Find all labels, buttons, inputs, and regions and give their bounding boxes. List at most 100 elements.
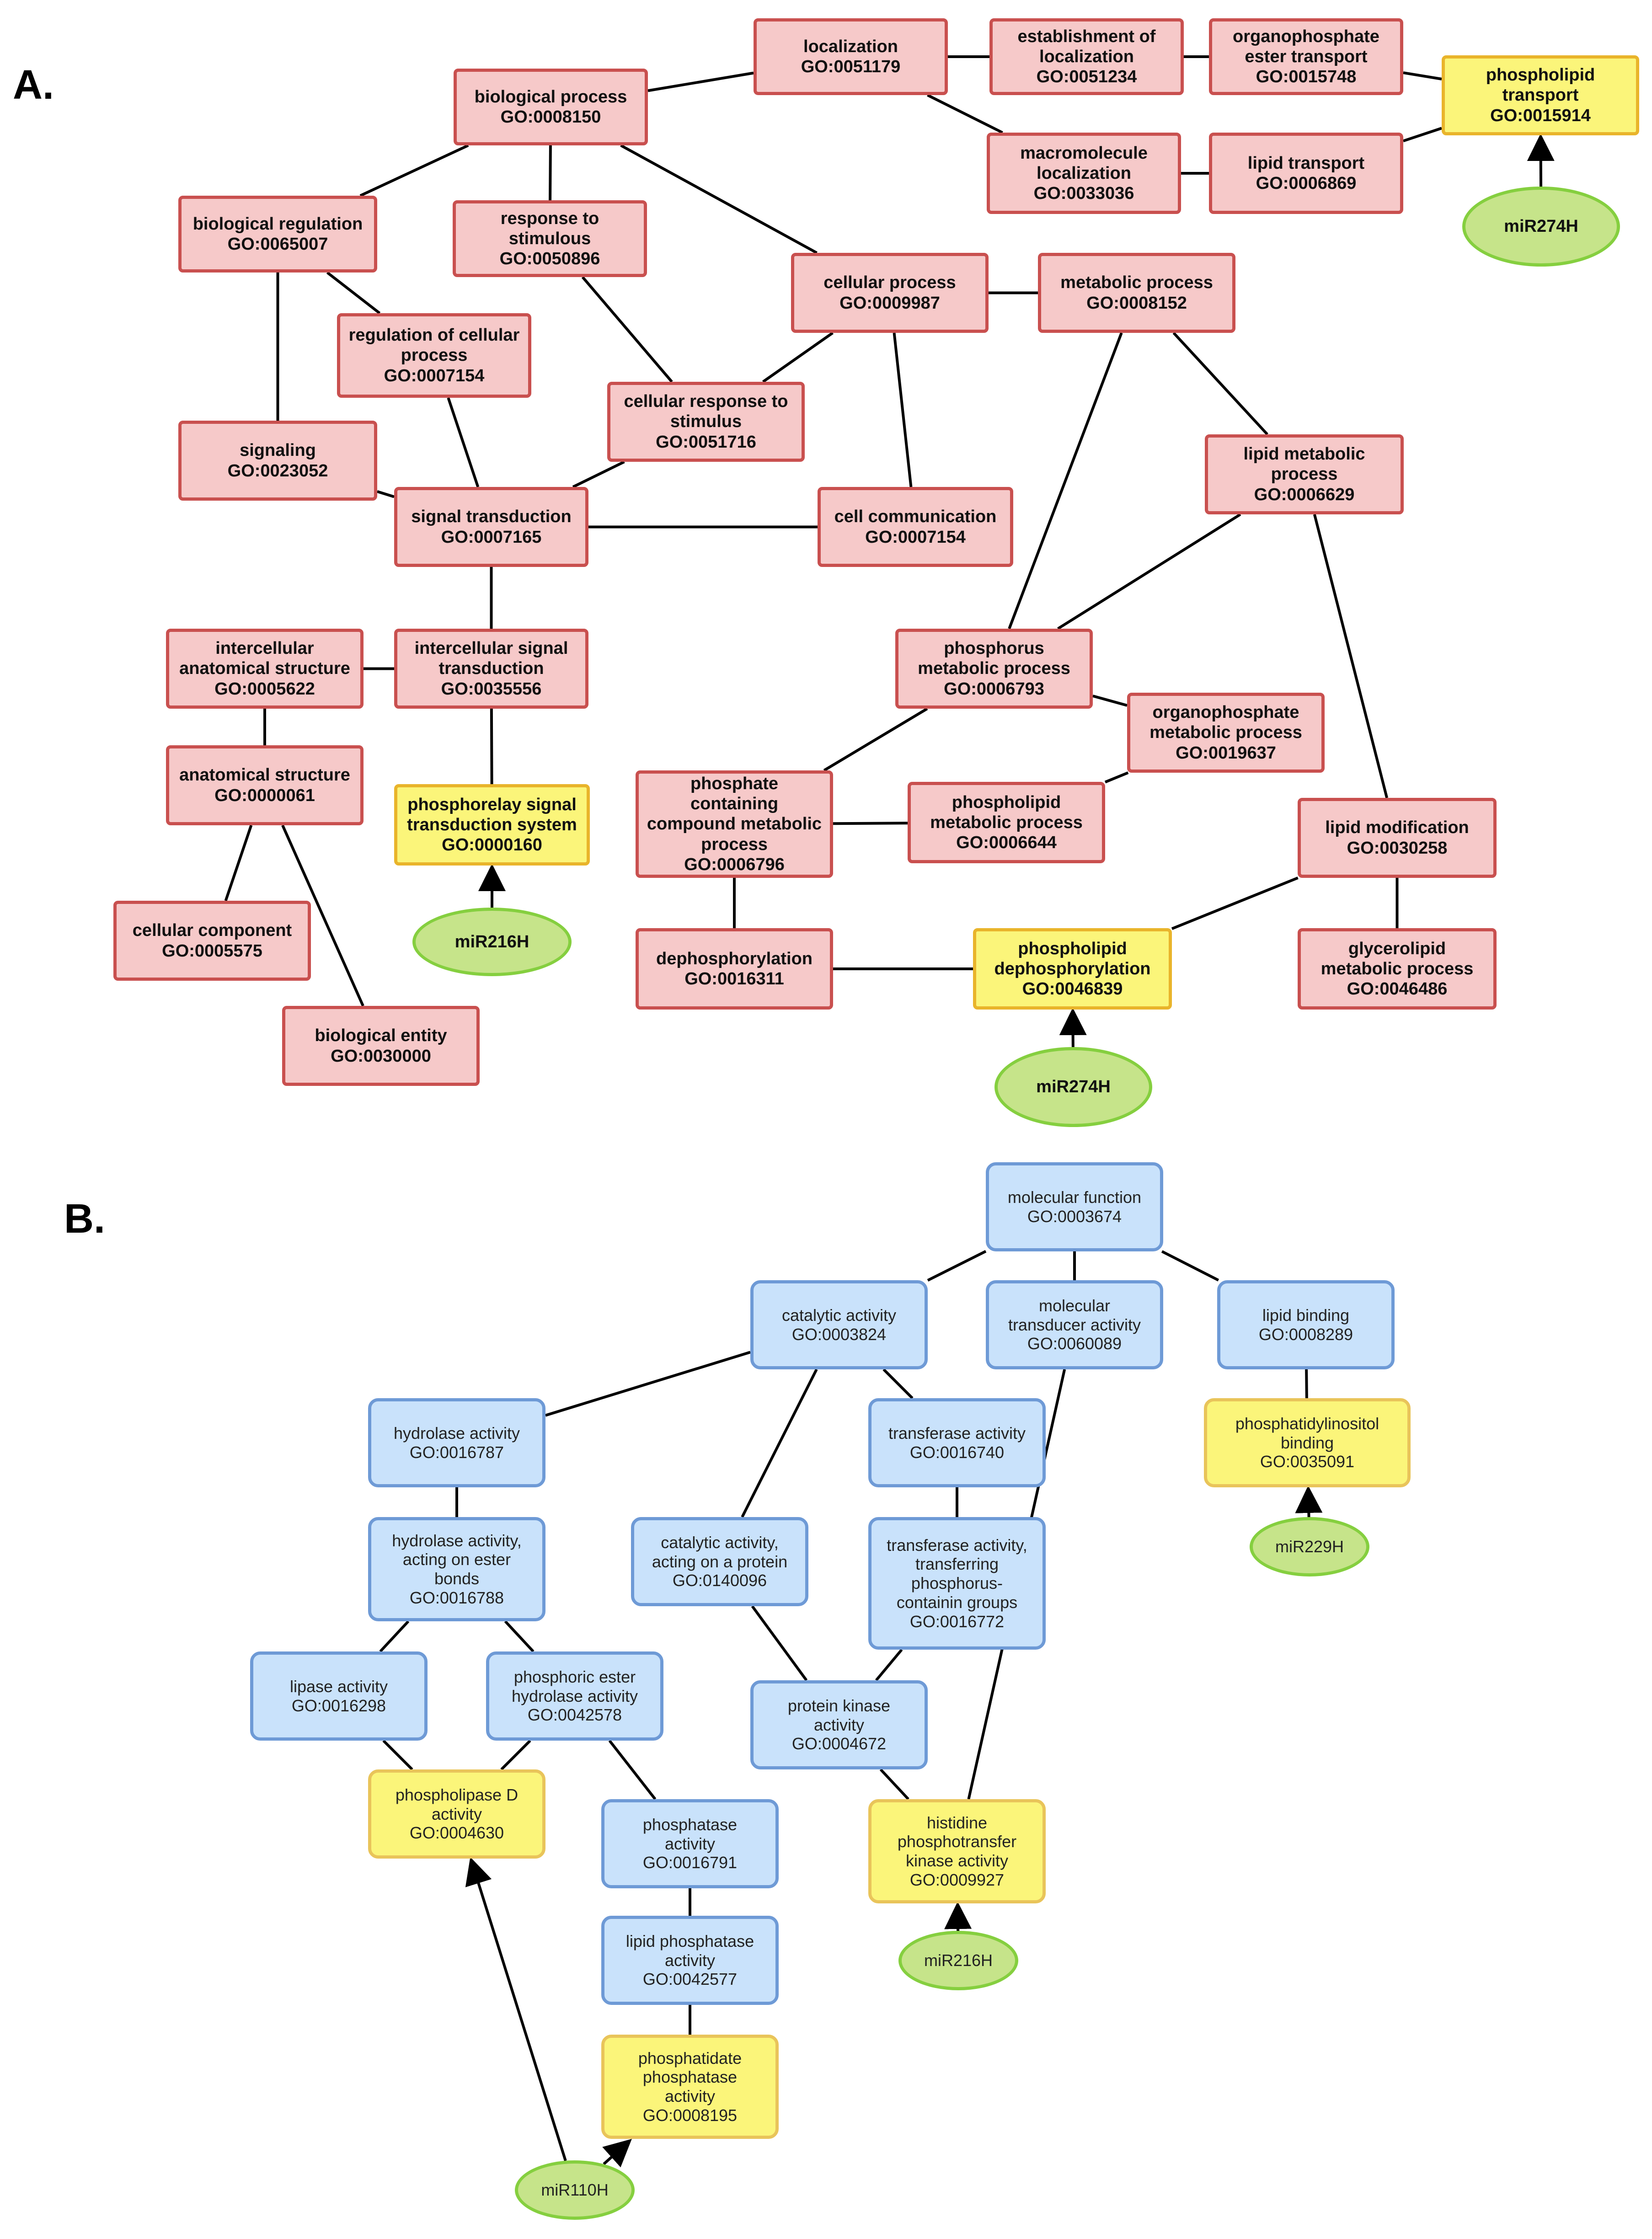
node-text-line: phosphorus	[944, 639, 1044, 658]
edge-phosmet-orgmet	[1092, 695, 1128, 707]
node-text-line: signal transduction	[411, 507, 572, 527]
node-text-line: biological regulation	[192, 214, 363, 234]
node-text-line: phosphatase	[642, 2068, 738, 2087]
node-text-line: GO:0033036	[1033, 184, 1134, 203]
edge-phosest-phosph	[608, 1740, 657, 1800]
edge-lipmod-pldephos	[1171, 876, 1299, 930]
arrow-mir110-pap	[602, 2138, 632, 2168]
node-text-line: GO:0019637	[1176, 743, 1276, 763]
node-text-line: GO:0051716	[656, 432, 756, 452]
node-text-line: containin groups	[896, 1592, 1018, 1612]
edge-lipase-pld	[382, 1739, 413, 1771]
node-text-line: dephosphorylation	[656, 949, 813, 968]
node-text-line: acting on ester	[402, 1550, 511, 1569]
mirna-node-mir216b: miR216H	[898, 1931, 1018, 1990]
node-text-line: organophosphate	[1152, 703, 1299, 722]
node-text-line: activity	[664, 1950, 716, 1970]
node-text-line: establishment of	[1017, 27, 1156, 46]
node-text-line: stimulus	[670, 412, 742, 432]
node-text-line: miR216H	[924, 1951, 993, 1970]
panel-a-label: A.	[13, 62, 54, 108]
node-text-line: GO:0042577	[642, 1970, 738, 1989]
node-text-line: GO:0000061	[214, 786, 315, 805]
edge-cat-catprot	[741, 1368, 818, 1518]
panel-b-label: B.	[64, 1196, 105, 1242]
node-text-line: lipid modification	[1325, 818, 1469, 838]
node-text-line: GO:0008150	[500, 107, 601, 127]
node-text-line: macromolecule	[1020, 143, 1148, 163]
node-text-line: GO:0046486	[1347, 979, 1448, 999]
node-text-line: transferase activity	[888, 1423, 1026, 1443]
node-text-line: GO:0007165	[441, 527, 542, 547]
node-text-line: GO:0016740	[909, 1443, 1005, 1462]
edge-orgmet-plmet	[1104, 771, 1129, 784]
mirna-node-mir216a: miR216H	[412, 908, 572, 976]
node-text-line: miR110H	[541, 2180, 609, 2200]
node-text-line: glycerolipid	[1348, 939, 1446, 958]
node-text-line: process	[1271, 465, 1338, 484]
edge-lipmet-phosmet	[1057, 513, 1241, 630]
node-text-line: GO:0016791	[642, 1853, 738, 1872]
arrow-mir110-pld	[465, 1857, 567, 2161]
edge-resp-cellresp	[581, 276, 673, 383]
node-text-line: GO:0008152	[1086, 293, 1187, 313]
edge-cat-hyd	[545, 1351, 751, 1417]
node-text-line: metabolic process	[930, 812, 1083, 832]
edge-cellp-cellcomm	[893, 332, 913, 487]
node-text-line: activity	[664, 1834, 716, 1853]
edge-loc-macloc	[927, 94, 1003, 134]
arrow-mir229-pibind	[1295, 1486, 1323, 1518]
node-text-line: phospholipid	[1018, 939, 1127, 958]
node-text-line: molecular	[1038, 1296, 1111, 1315]
edge-metp-lipmet	[1172, 331, 1268, 436]
edge-cat-trans	[882, 1368, 914, 1400]
node-text-line: cellular process	[823, 273, 956, 293]
node-text-line: phosphatidate	[638, 2048, 742, 2068]
node-text-line: transduction system	[407, 815, 577, 834]
node-text-line: phospholipid	[952, 792, 1061, 812]
edge-bp-loc	[647, 71, 754, 92]
node-text-line: binding	[1280, 1433, 1334, 1452]
node-text-line: phosphate	[690, 774, 779, 794]
node-text-line: phospholipid	[1486, 65, 1595, 85]
node-text-line: cell communication	[834, 507, 997, 527]
node-text-line: GO:0016787	[409, 1443, 504, 1462]
node-text-line: cellular response to	[624, 392, 788, 411]
node-text-line: GO:0006644	[956, 833, 1057, 853]
node-text-line: metabolic process	[918, 659, 1070, 679]
node-text-line: transducer activity	[1008, 1315, 1141, 1334]
node-text-line: acting on a protein	[652, 1552, 788, 1571]
node-text-line: anatomical structure	[179, 659, 350, 679]
node-text-line: GO:0035556	[441, 679, 542, 699]
edge-bioreg-regcell	[326, 271, 381, 315]
node-text-line: GO:0015748	[1256, 67, 1357, 87]
node-text-line: GO:0005575	[162, 941, 262, 961]
node-text-line: phospholipase D	[395, 1785, 519, 1804]
node-text-line: GO:0050896	[499, 249, 600, 269]
node-text-line: GO:0030000	[331, 1046, 431, 1066]
node-text-line: miR216H	[454, 932, 529, 951]
node-text-line: phosphatidylinositol	[1235, 1414, 1379, 1433]
node-text-line: GO:0035091	[1260, 1452, 1355, 1471]
